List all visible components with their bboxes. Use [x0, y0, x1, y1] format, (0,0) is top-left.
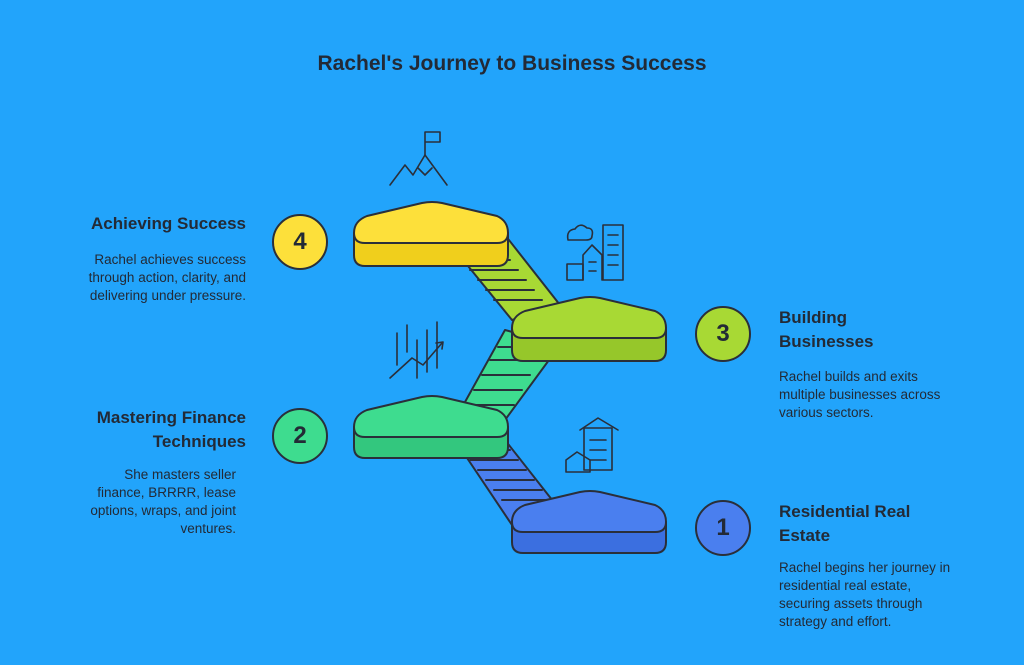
- buildings-house-icon: [565, 417, 619, 473]
- step-2-number-badge: 2: [272, 408, 328, 464]
- step-4-title: Achieving Success: [91, 214, 246, 233]
- step-4-description: Rachel achieves success through action, …: [88, 252, 246, 303]
- chart-growth-icon: [389, 321, 444, 379]
- step-4-number-badge: 4: [272, 214, 328, 270]
- step-1-title: Residential Real Estate: [779, 502, 911, 545]
- city-skyline-icon: [566, 224, 624, 281]
- step-2-title: Mastering Finance Techniques: [96, 408, 246, 451]
- step-3-number-badge: 3: [695, 306, 751, 362]
- step-3-description: Rachel builds and exits multiple busines…: [779, 369, 941, 420]
- step-2-description: She masters seller finance, BRRRR, lease…: [90, 467, 236, 536]
- platform-3: [511, 296, 667, 362]
- platform-2: [353, 395, 509, 459]
- mountain-flag-icon: [389, 131, 448, 186]
- step-1-description: Rachel begins her journey in residential…: [779, 560, 951, 629]
- platform-1: [511, 490, 667, 554]
- step-3-title: Building Businesses: [779, 308, 874, 351]
- platform-4: [353, 201, 509, 267]
- step-1-number-badge: 1: [695, 500, 751, 556]
- page-title: Rachel's Journey to Business Success: [317, 52, 707, 75]
